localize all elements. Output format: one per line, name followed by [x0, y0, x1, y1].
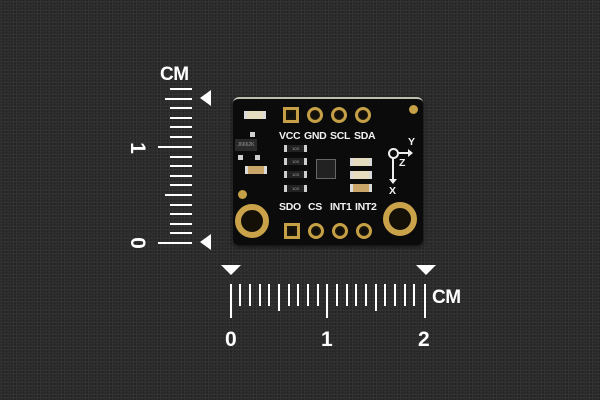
ruler-tick: [297, 284, 299, 306]
horizontal-ruler-left-marker: [221, 265, 241, 275]
ruler-tick: [249, 284, 251, 306]
axis-label-y: Y: [408, 136, 415, 148]
resistor: 103: [284, 185, 307, 192]
label-scl: SCL: [330, 130, 351, 142]
smd-pad: [250, 132, 255, 137]
ruler-tick: [278, 284, 280, 311]
vertical-ruler-label-1: 1: [125, 142, 149, 154]
pin-gnd-pad: [307, 107, 323, 123]
ruler-tick: [170, 223, 192, 225]
resistor: 103: [284, 145, 307, 152]
ruler-tick: [317, 284, 319, 306]
ruler-tick-major: [230, 284, 232, 318]
vertical-ruler-label-0: 0: [125, 237, 149, 249]
axis-label-x: X: [389, 185, 396, 197]
voltage-regulator: J6662K: [235, 139, 257, 151]
mounting-hole-left: [235, 204, 269, 238]
accelerometer-ic: [316, 159, 336, 179]
ruler-tick: [384, 284, 386, 306]
via-left: [238, 190, 247, 199]
pin-scl-pad: [331, 107, 347, 123]
capacitor: [350, 184, 372, 192]
ruler-tick-major: [158, 242, 192, 244]
horizontal-ruler-right-marker: [416, 265, 436, 275]
horizontal-ruler-label-2: 2: [418, 328, 430, 351]
label-sdo: SDO: [279, 201, 301, 213]
ruler-tick-major: [424, 284, 426, 318]
ruler-tick: [375, 284, 377, 311]
horizontal-ruler-label-0: 0: [225, 328, 237, 351]
ruler-tick: [336, 284, 338, 306]
smd-pad: [255, 155, 260, 160]
axis-label-z: Z: [399, 157, 406, 169]
capacitor: [350, 171, 372, 179]
pin-sdo-pad: [284, 223, 300, 239]
ruler-tick: [170, 213, 192, 215]
sensor-breakout-board: VCC GND SCL SDA J6662K 103 103 103 103 Y…: [233, 97, 423, 245]
ruler-tick: [413, 284, 415, 306]
mounting-hole-right: [383, 202, 417, 236]
x-axis-arrow-icon: [392, 157, 394, 181]
ruler-tick: [170, 175, 192, 177]
capacitor: [244, 111, 266, 119]
ruler-tick: [404, 284, 406, 306]
ruler-tick: [365, 284, 367, 306]
y-axis-arrowhead-icon: [408, 149, 413, 157]
ruler-tick: [170, 126, 192, 128]
via-top-right: [409, 105, 418, 114]
vertical-ruler-bottom-marker: [200, 234, 211, 250]
ruler-tick: [170, 88, 192, 90]
resistor: 103: [284, 158, 307, 165]
ruler-tick: [170, 117, 192, 119]
ruler-tick: [239, 284, 241, 306]
pin-cs-pad: [308, 223, 324, 239]
ruler-tick-major: [158, 146, 192, 148]
resistor: 103: [284, 171, 307, 178]
ruler-tick: [346, 284, 348, 306]
label-gnd: GND: [304, 130, 327, 142]
label-int1: INT1: [330, 201, 352, 213]
ruler-tick: [170, 136, 192, 138]
pin-int1-pad: [332, 223, 348, 239]
vertical-ruler-unit-label: CM: [160, 64, 189, 85]
ruler-tick: [394, 284, 396, 306]
ruler-tick: [355, 284, 357, 306]
ruler-tick: [268, 284, 270, 306]
pin-int2-pad: [356, 223, 372, 239]
pin-vcc-pad: [283, 107, 299, 123]
horizontal-ruler-unit-label: CM: [432, 287, 461, 308]
smd-pad: [238, 155, 243, 160]
label-sda: SDA: [354, 130, 376, 142]
ruler-tick: [170, 184, 192, 186]
ruler-tick: [288, 284, 290, 306]
label-vcc: VCC: [279, 130, 301, 142]
vertical-ruler-top-marker: [200, 90, 211, 106]
ruler-tick: [170, 204, 192, 206]
ruler-tick: [170, 107, 192, 109]
label-int2: INT2: [355, 201, 377, 213]
ruler-tick: [170, 156, 192, 158]
ruler-tick: [170, 232, 192, 234]
label-cs: CS: [308, 201, 322, 213]
ruler-tick-major: [326, 284, 328, 318]
ruler-tick: [165, 98, 192, 100]
y-axis-arrow-icon: [397, 152, 410, 154]
ruler-tick: [165, 194, 192, 196]
ruler-tick: [307, 284, 309, 306]
ruler-tick: [259, 284, 261, 306]
capacitor: [245, 166, 267, 174]
horizontal-ruler-label-1: 1: [321, 328, 333, 351]
ruler-tick: [170, 165, 192, 167]
x-axis-arrowhead-icon: [389, 179, 397, 184]
capacitor: [350, 158, 372, 166]
pin-sda-pad: [355, 107, 371, 123]
